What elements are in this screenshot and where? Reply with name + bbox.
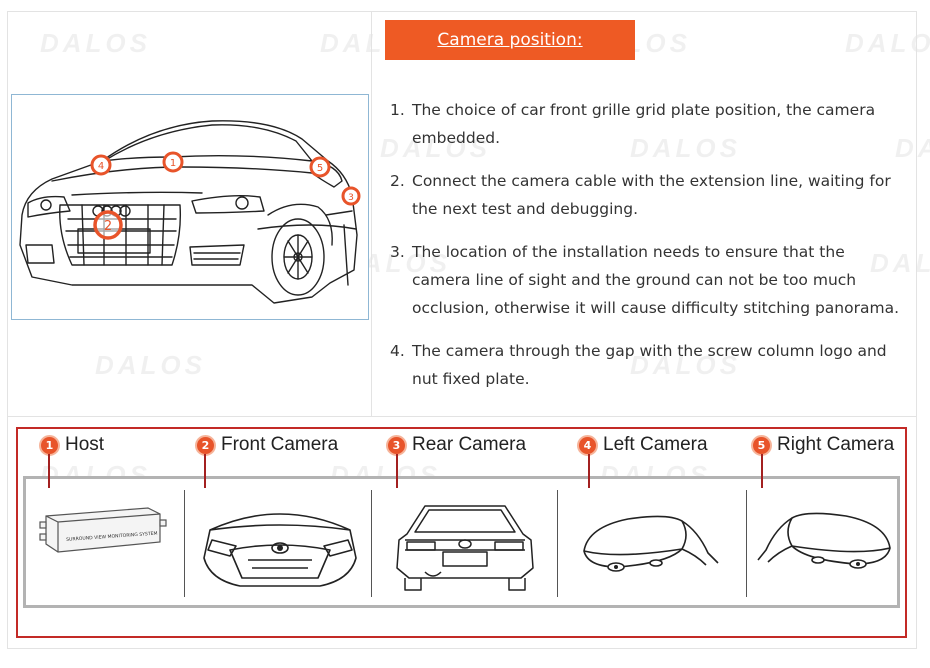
left-camera-image [583,515,719,572]
component-name: Left Camera [603,434,708,455]
camera-marker: 5 [309,156,331,178]
step-text: The choice of car front grille grid plat… [412,101,876,147]
number-badge-icon: 1 [39,434,60,456]
content-frame [7,11,917,649]
leader-line [396,454,398,488]
camera-marker-label: 5 [317,163,323,174]
step-number: 2. [390,172,405,190]
camera-marker: 1 [162,151,184,173]
panel-divider [557,490,558,597]
host-box-image: SURROUND VIEW MONITORING SYSTEM [39,507,167,553]
components-panel [23,476,900,608]
camera-markers: 4 1 5 2 3 [90,151,361,240]
panel-divider [371,490,372,597]
components-frame [16,427,907,638]
camera-marker: 4 [90,154,112,176]
component-name: Host [65,434,105,455]
number-badge-icon: 5 [751,434,772,456]
number-badge-icon: 3 [386,434,407,456]
camera-marker: 3 [341,186,361,206]
right-camera-image [757,512,891,569]
leader-line [588,454,590,488]
panel-divider [184,490,185,597]
panel-divider [746,490,747,597]
camera-marker-label: 4 [98,161,104,172]
camera-marker-label: 2 [104,219,112,234]
list-item: 3. The location of the installation needs… [390,238,900,322]
list-item: 1. The choice of car front grille grid pl… [390,96,900,152]
leader-line [761,454,763,488]
section-title-bar: Camera position: [385,20,635,60]
component-name: Right Camera [777,434,895,455]
leader-line [204,454,206,488]
car-line-drawing: 4 1 5 2 3 [19,120,361,304]
number-badge-icon: 2 [195,434,216,456]
list-item: 4. The camera through the gap with the sc… [390,337,900,393]
step-number: 3. [390,243,405,261]
step-text: Connect the camera cable with the extens… [412,172,891,218]
step-text: The camera through the gap with the scre… [412,342,887,388]
step-text: The location of the installation needs t… [412,243,900,317]
leader-line [48,454,50,488]
component-name: Front Camera [221,434,339,455]
camera-marker-label: 3 [348,193,354,203]
component-name: Rear Camera [412,434,527,455]
vertical-divider [371,11,372,416]
horizontal-divider [7,416,917,417]
front-camera-image [203,513,357,587]
step-number: 1. [390,101,405,119]
car-illustration: 4 1 5 2 3 [11,94,369,320]
installation-steps: 1. The choice of car front grille grid pl… [390,96,900,408]
step-number: 4. [390,342,405,360]
list-item: 2. Connect the camera cable with the exte… [390,167,900,223]
camera-marker: 2 [93,210,123,240]
camera-marker-label: 1 [170,158,176,169]
rear-camera-image [396,505,534,591]
section-title[interactable]: Camera position: [437,30,583,50]
number-badge-icon: 4 [577,434,598,456]
